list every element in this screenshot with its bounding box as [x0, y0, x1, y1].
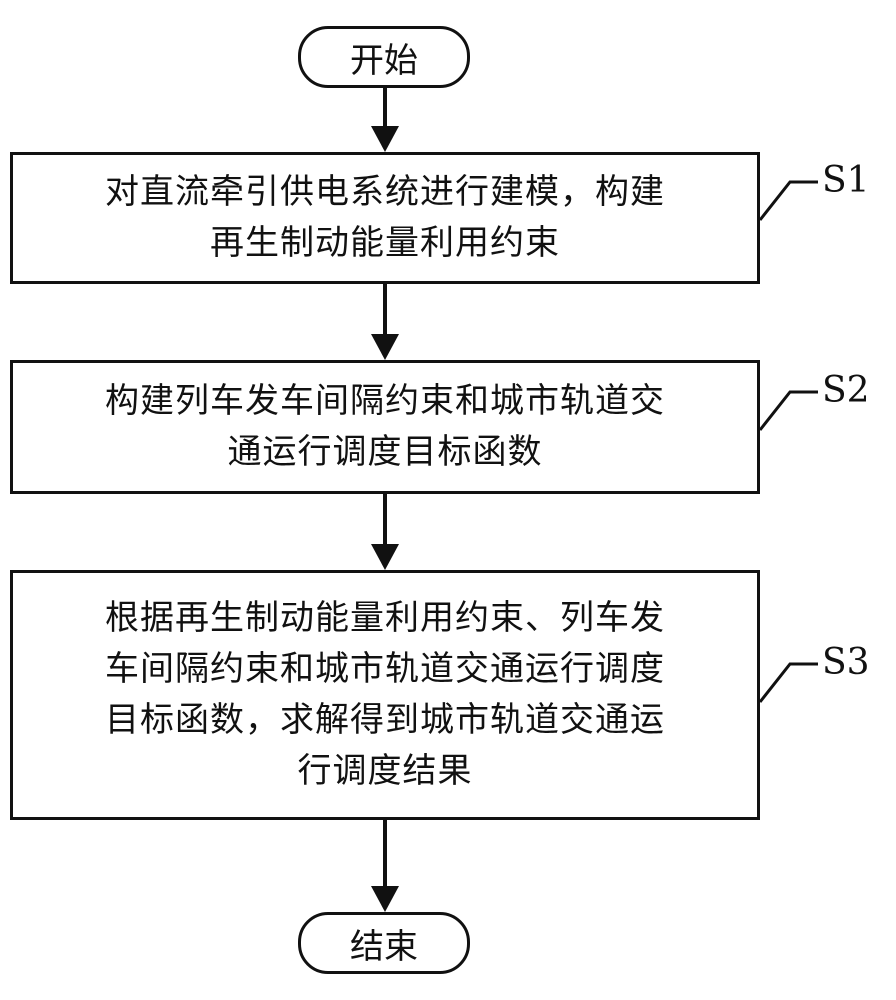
step-label-s2: S2 — [822, 370, 870, 411]
s3-line-3: 目标函数，求解得到城市轨道交通运 — [105, 695, 665, 746]
arrowhead-s1 — [371, 126, 399, 152]
s1-line-2: 再生制动能量利用约束 — [210, 218, 560, 269]
leader-s3 — [760, 664, 818, 702]
step-box-s3: 根据再生制动能量利用约束、列车发 车间隔约束和城市轨道交通运行调度 目标函数，求… — [10, 570, 760, 820]
s2-line-1: 构建列车发车间隔约束和城市轨道交 — [105, 376, 665, 427]
step-box-s2: 构建列车发车间隔约束和城市轨道交 通运行调度目标函数 — [10, 360, 760, 494]
end-terminal: 结束 — [298, 912, 470, 974]
leader-s2 — [760, 392, 818, 430]
arrowhead-end — [371, 886, 399, 912]
start-label: 开始 — [350, 33, 418, 82]
step-label-s1: S1 — [822, 160, 870, 201]
step-box-s1: 对直流牵引供电系统进行建模，构建 再生制动能量利用约束 — [10, 152, 760, 284]
leader-s1 — [760, 182, 818, 220]
end-label: 结束 — [350, 919, 418, 968]
s3-line-2: 车间隔约束和城市轨道交通运行调度 — [105, 644, 665, 695]
step-label-s3: S3 — [822, 642, 870, 683]
s3-line-4: 行调度结果 — [298, 746, 473, 797]
s3-line-1: 根据再生制动能量利用约束、列车发 — [105, 593, 665, 644]
s1-line-1: 对直流牵引供电系统进行建模，构建 — [105, 167, 665, 218]
arrowhead-s3 — [371, 544, 399, 570]
start-terminal: 开始 — [298, 26, 470, 88]
arrowhead-s2 — [371, 334, 399, 360]
s2-line-2: 通运行调度目标函数 — [228, 427, 543, 478]
